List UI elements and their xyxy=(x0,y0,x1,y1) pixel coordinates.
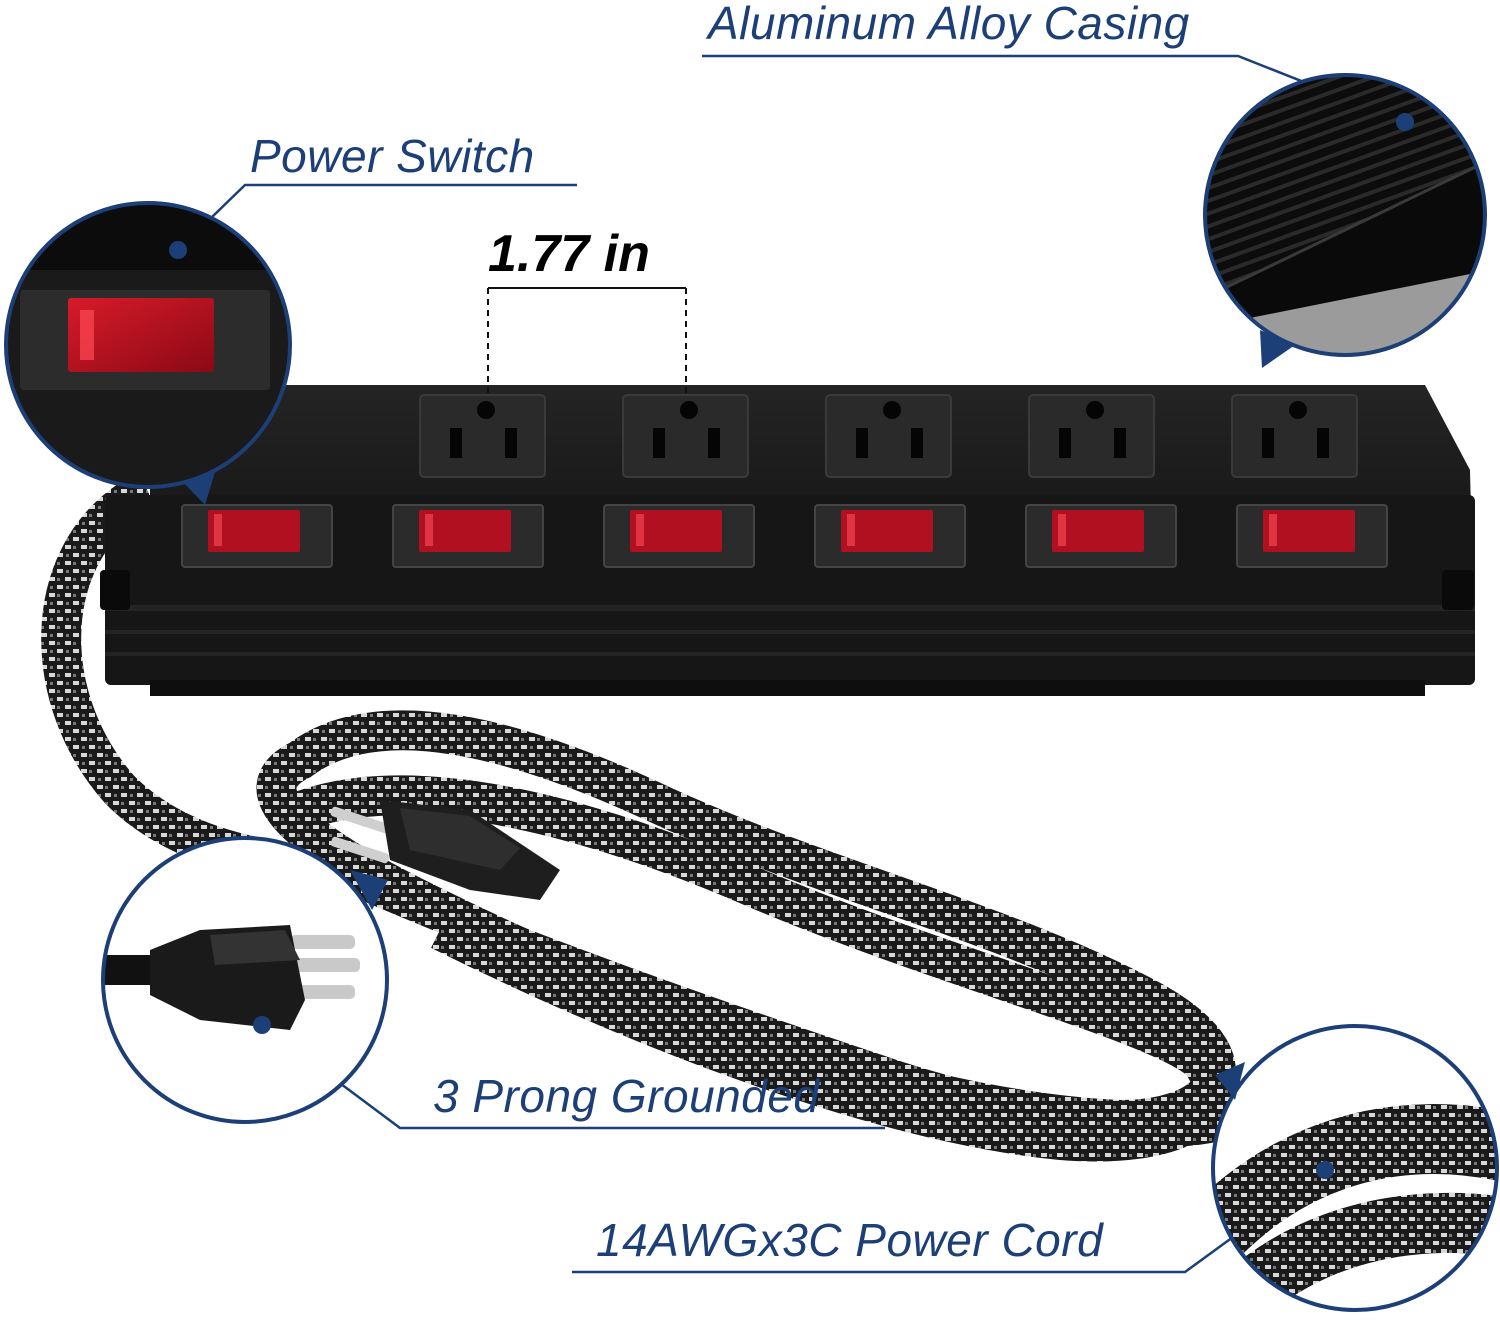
main-plug xyxy=(330,800,560,900)
socket-spacing-label: 1.77 in xyxy=(488,225,650,283)
callout-power-cord: 14AWGx3C Power Cord xyxy=(596,1214,1104,1266)
rocker-switch xyxy=(814,504,966,568)
outlet-row xyxy=(419,394,1358,478)
rocker-switch xyxy=(392,504,544,568)
plug-closeup xyxy=(101,836,389,1124)
outlet xyxy=(1028,394,1155,478)
cord-closeup xyxy=(1211,1024,1499,1312)
rocker-switch xyxy=(1236,504,1388,568)
rocker-switch xyxy=(181,504,333,568)
dimension-marker xyxy=(487,287,687,398)
switch-row xyxy=(181,504,1388,568)
rocker-switch xyxy=(1025,504,1177,568)
outlet xyxy=(825,394,952,478)
casing-closeup xyxy=(1203,73,1487,368)
outlet xyxy=(622,394,749,478)
outlet xyxy=(419,394,546,478)
rocker-switch xyxy=(603,504,755,568)
callout-power-switch: Power Switch xyxy=(250,130,535,182)
callout-aluminum-casing: Aluminum Alloy Casing xyxy=(708,0,1190,49)
callout-prong-grounded: 3 Prong Grounded xyxy=(433,1070,820,1122)
outlet xyxy=(1231,394,1358,478)
